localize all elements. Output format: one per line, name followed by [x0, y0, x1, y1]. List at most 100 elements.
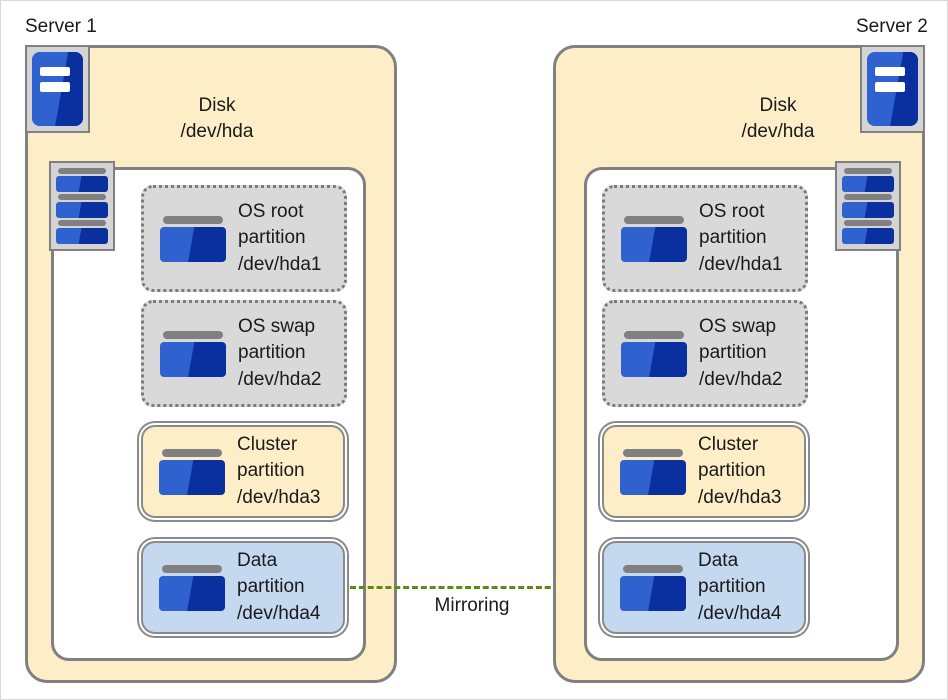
partition-label-line2: partition: [237, 460, 305, 482]
partition-icon-cap: [162, 448, 222, 457]
partition-icon-cap: [623, 448, 683, 457]
server-icon-body: [867, 52, 918, 126]
partition-label: OS root partition /dev/hda1: [238, 199, 321, 278]
server-1-label: Server 1: [25, 16, 97, 37]
partition-label-line2: partition: [699, 342, 767, 364]
server-2-computer-icon: [860, 45, 925, 133]
partition-icon-cap: [624, 330, 684, 339]
partition-icon-slab: [160, 226, 226, 262]
server-2-partition-data[interactable]: Data partition /dev/hda4: [602, 541, 806, 634]
server-1-partition-os-root[interactable]: OS root partition /dev/hda1: [141, 185, 347, 292]
mirroring-connector-line: [350, 586, 595, 589]
mirroring-label: Mirroring: [434, 595, 510, 616]
server-2-disk-stack-icon: [835, 161, 901, 251]
partition-icon-slab: [620, 459, 686, 495]
partition-label: Cluster partition /dev/hda3: [237, 432, 320, 511]
partition-icon-slab: [620, 575, 686, 611]
partition-label-line1: Data: [698, 550, 739, 572]
partition-label-line3: /dev/hda3: [237, 486, 321, 508]
server-2-partition-os-root[interactable]: OS root partition /dev/hda1: [602, 185, 808, 292]
partition-icon: [620, 564, 686, 611]
partition-label-line1: Cluster: [698, 434, 759, 456]
disk-platter: [842, 194, 894, 218]
partition-icon-cap: [162, 564, 222, 573]
partition-label-line2: partition: [698, 460, 766, 482]
server-1-partition-os-swap[interactable]: OS swap partition /dev/hda2: [141, 300, 347, 407]
disk-platter-slab: [56, 228, 108, 244]
partition-icon: [160, 330, 226, 377]
disk-platter-cap: [58, 168, 106, 174]
server-2-partition-os-swap[interactable]: OS swap partition /dev/hda2: [602, 300, 808, 407]
partition-label-line2: partition: [699, 227, 767, 249]
partition-icon-cap: [163, 215, 223, 224]
disk-platter-slab: [842, 202, 894, 218]
partition-icon: [621, 330, 687, 377]
partition-icon-cap: [623, 564, 683, 573]
disk-platter-cap: [58, 220, 106, 226]
partition-label-line2: partition: [238, 227, 306, 249]
partition-label-line3: /dev/hda2: [238, 368, 322, 390]
partition-icon-slab: [159, 459, 225, 495]
partition-icon-slab: [621, 341, 687, 377]
server-1-computer-icon: [25, 45, 90, 133]
partition-label-line1: Data: [237, 550, 278, 572]
server-2-disk-caption-line2: /dev/hda: [741, 120, 815, 142]
partition-icon: [159, 448, 225, 495]
disk-platter-cap: [58, 194, 106, 200]
server-1-partition-data[interactable]: Data partition /dev/hda4: [141, 541, 345, 634]
disk-platter: [842, 220, 894, 244]
partition-icon-cap: [624, 215, 684, 224]
disk-platter: [56, 168, 108, 192]
partition-icon: [160, 215, 226, 262]
partition-label-line2: partition: [237, 576, 305, 598]
server-icon-bar-bottom: [875, 82, 905, 92]
disk-platter: [842, 168, 894, 192]
partition-label-line3: /dev/hda4: [698, 602, 782, 624]
partition-label-line3: /dev/hda1: [699, 253, 783, 275]
partition-label-line3: /dev/hda2: [699, 368, 783, 390]
partition-label-line3: /dev/hda3: [698, 486, 782, 508]
server-icon-bar-bottom: [40, 82, 70, 92]
partition-label: OS root partition /dev/hda1: [699, 199, 782, 278]
partition-icon-slab: [159, 575, 225, 611]
partition-label-line1: OS swap: [699, 316, 777, 338]
partition-icon-slab: [160, 341, 226, 377]
partition-label-line3: /dev/hda4: [237, 602, 321, 624]
server-icon-bar-top: [875, 66, 905, 77]
partition-label-line2: partition: [238, 342, 306, 364]
server-icon-bar-top: [40, 66, 70, 77]
disk-platter-slab: [842, 176, 894, 192]
disk-platter-slab: [56, 176, 108, 192]
server-1-disk-caption: Disk /dev/hda: [127, 93, 307, 144]
partition-label: Data partition /dev/hda4: [698, 548, 781, 627]
server-1-disk-stack-icon: [49, 161, 115, 251]
disk-platter-cap: [844, 194, 892, 200]
partition-icon: [620, 448, 686, 495]
server-icon-body: [32, 52, 83, 126]
disk-platter: [56, 220, 108, 244]
partition-icon: [621, 215, 687, 262]
disk-platter-slab: [56, 202, 108, 218]
partition-label-line1: OS root: [699, 201, 765, 223]
partition-icon-cap: [163, 330, 223, 339]
disk-platter-slab: [842, 228, 894, 244]
partition-label: Data partition /dev/hda4: [237, 548, 320, 627]
server-1-partition-cluster[interactable]: Cluster partition /dev/hda3: [141, 425, 345, 518]
disk-platter-cap: [844, 220, 892, 226]
server-1-disk-caption-line1: Disk: [198, 95, 236, 116]
partition-label-line2: partition: [698, 576, 766, 598]
server-2-disk-caption: Disk /dev/hda: [688, 93, 868, 144]
partition-label: OS swap partition /dev/hda2: [699, 314, 782, 393]
partition-label-line1: OS swap: [238, 316, 316, 338]
server-1-disk-caption-line2: /dev/hda: [180, 120, 254, 142]
server-2-partition-cluster[interactable]: Cluster partition /dev/hda3: [602, 425, 806, 518]
partition-label-line1: OS root: [238, 201, 304, 223]
partition-label-line1: Cluster: [237, 434, 298, 456]
partition-label: Cluster partition /dev/hda3: [698, 432, 781, 511]
server-2-label: Server 2: [856, 16, 928, 37]
disk-platter: [56, 194, 108, 218]
disk-platter-cap: [844, 168, 892, 174]
partition-icon-slab: [621, 226, 687, 262]
partition-label-line3: /dev/hda1: [238, 253, 322, 275]
